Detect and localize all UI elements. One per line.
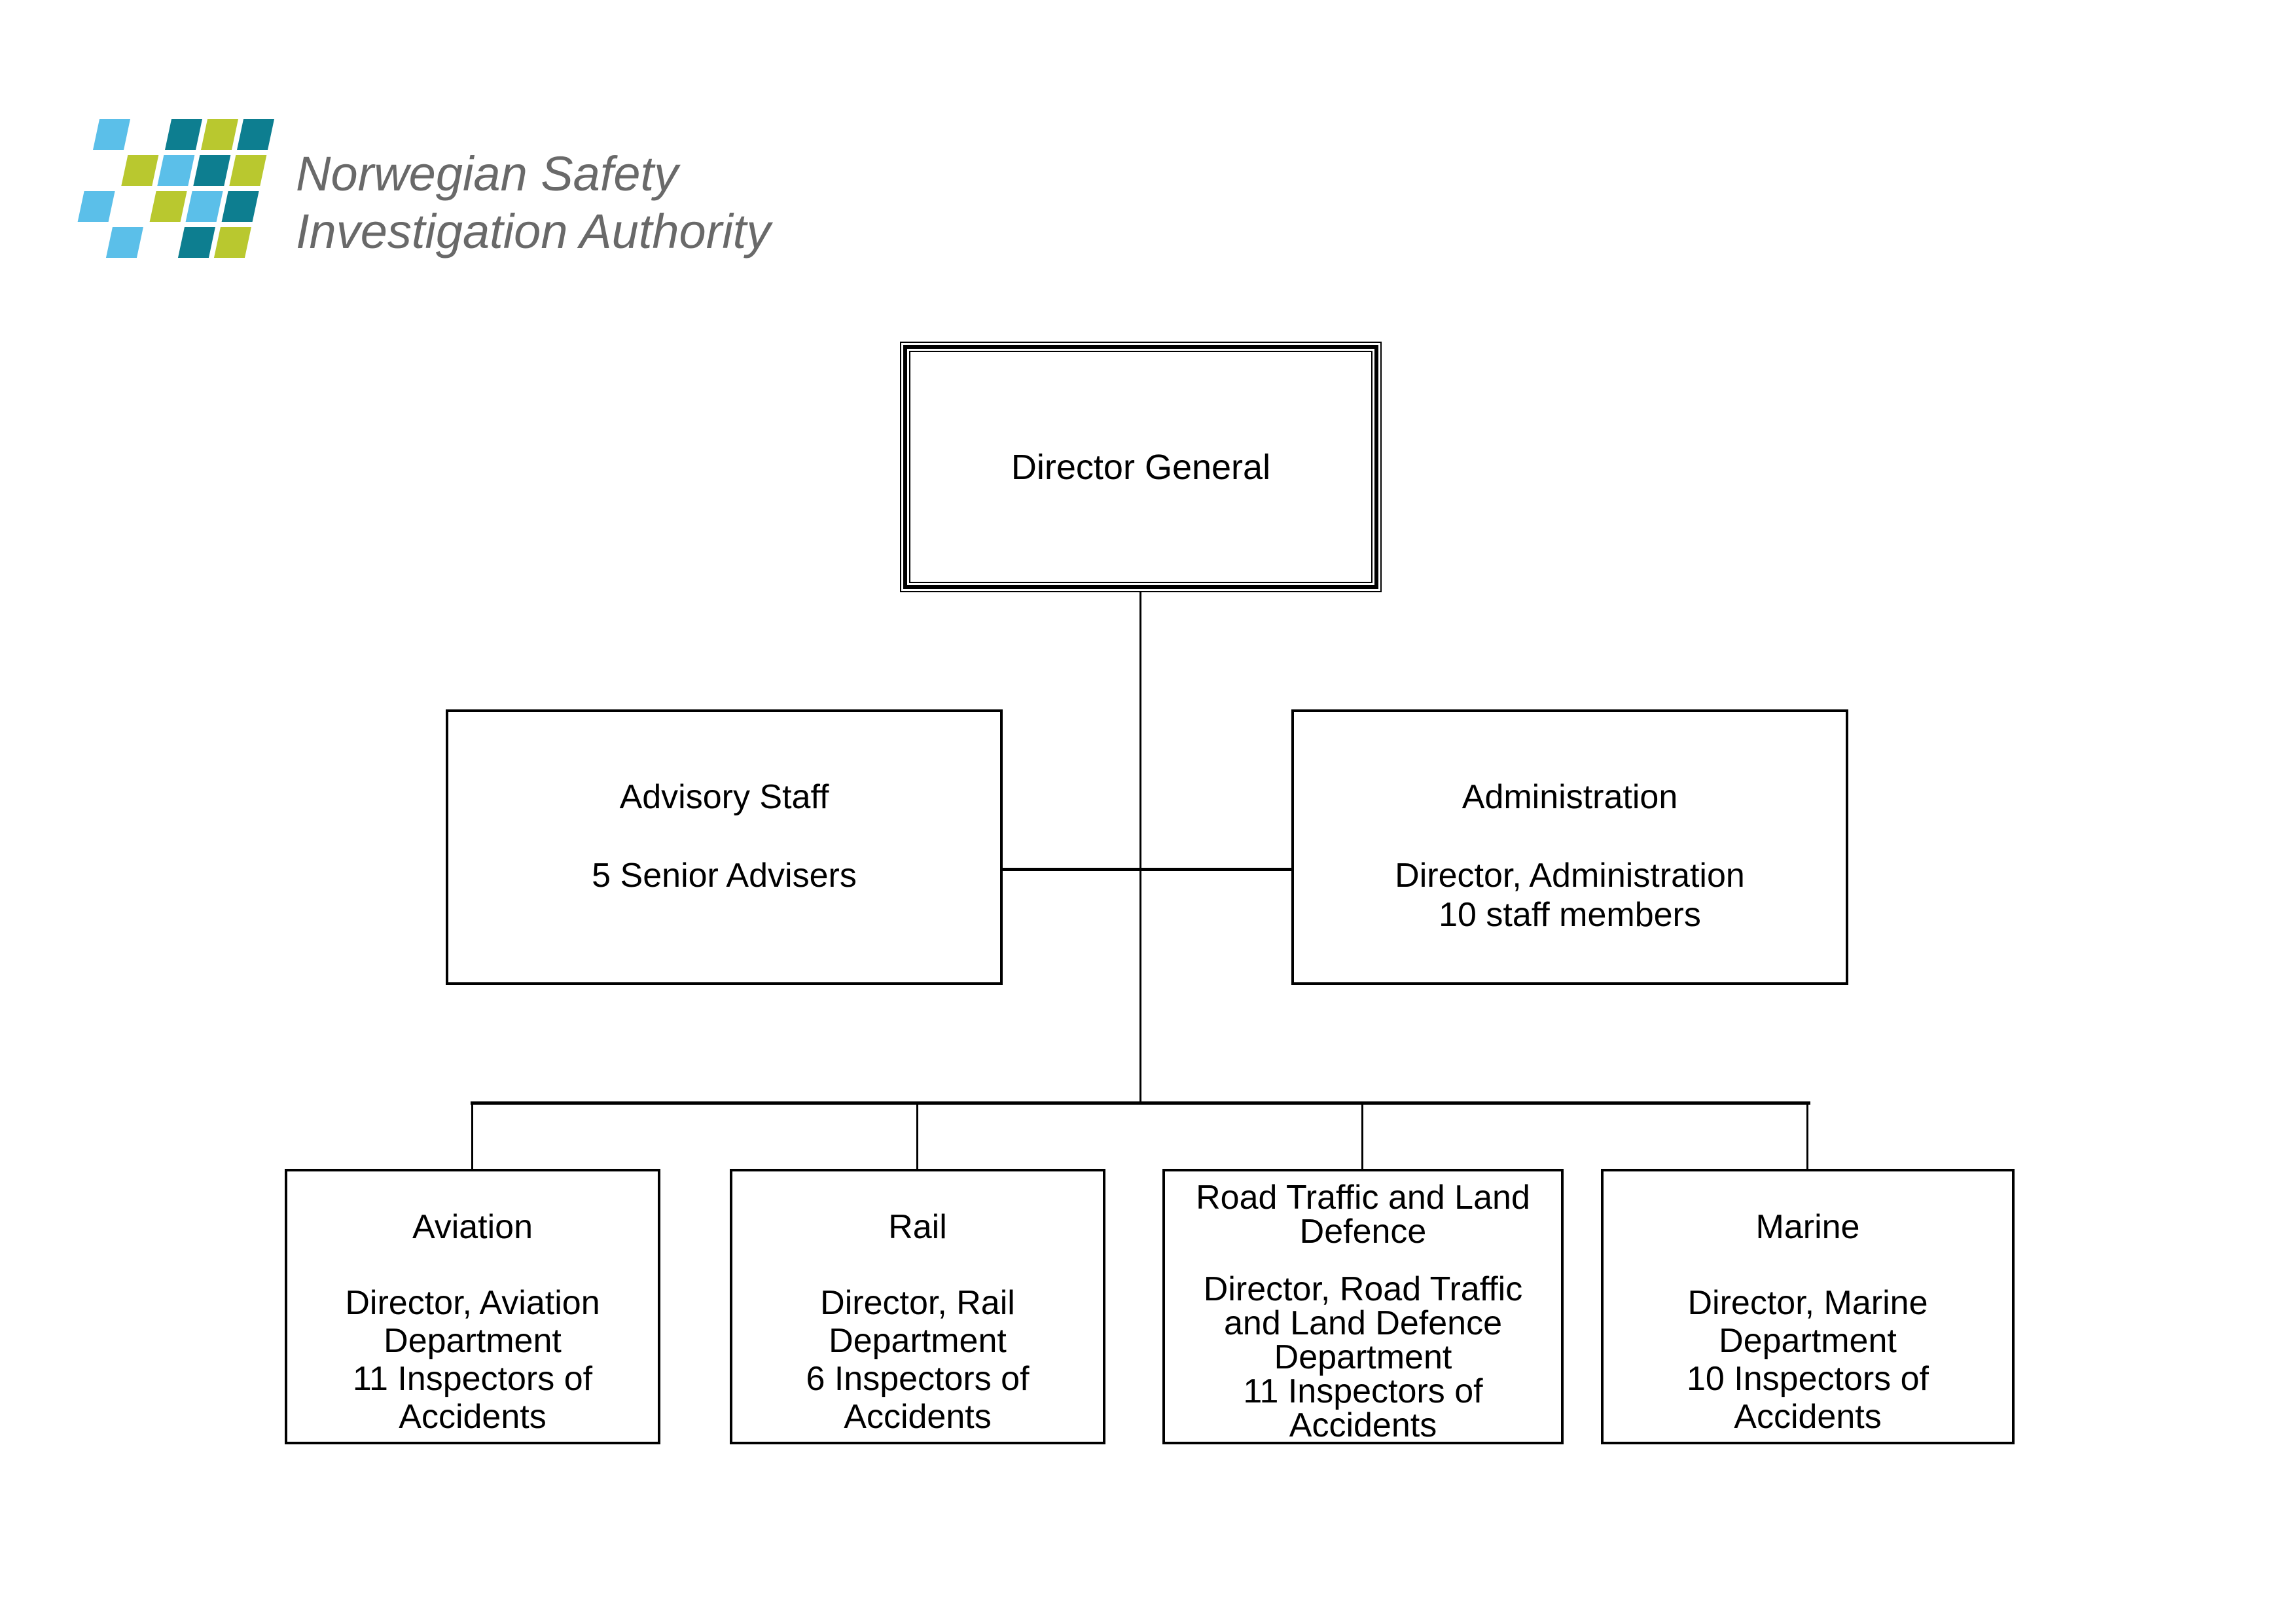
box-body: 5 Senior Advisers bbox=[592, 857, 857, 895]
box-title: Advisory Staff bbox=[619, 778, 829, 816]
logo-tile bbox=[165, 119, 202, 150]
org-box-rail: Rail Director, Rail Department 6 Inspect… bbox=[730, 1169, 1105, 1444]
logo-wordmark: Norwegian Safety Investigation Authority bbox=[296, 145, 770, 260]
box-body: Director, Rail Department 6 Inspectors o… bbox=[806, 1284, 1030, 1436]
connector-drop-aviation bbox=[471, 1101, 473, 1169]
logo-mosaic-icon bbox=[70, 119, 274, 258]
director-general-border: Director General bbox=[903, 345, 1378, 589]
org-box-advisory-staff: Advisory Staff 5 Senior Advisers bbox=[446, 709, 1003, 985]
logo-tile bbox=[177, 227, 215, 258]
box-body: Director, Aviation Department 11 Inspect… bbox=[345, 1284, 600, 1436]
org-box-marine: Marine Director, Marine Department 10 In… bbox=[1601, 1169, 2015, 1444]
logo-tile bbox=[105, 227, 143, 258]
logo-wordmark-line1: Norwegian Safety bbox=[296, 147, 679, 201]
logo-tile bbox=[157, 155, 195, 186]
connector-drop-rail bbox=[916, 1101, 918, 1169]
logo-tile bbox=[193, 155, 231, 186]
box-title: Director General bbox=[1011, 447, 1271, 487]
logo-tile bbox=[93, 119, 130, 150]
logo-tile bbox=[185, 191, 223, 222]
box-body: Director, Road Traffic and Land Defence … bbox=[1203, 1270, 1523, 1444]
logo-tile bbox=[213, 227, 251, 258]
logo-tile bbox=[77, 191, 115, 222]
logo-tile bbox=[229, 155, 267, 186]
logo-tile bbox=[201, 119, 238, 150]
box-title: Road Traffic and Land Defence bbox=[1196, 1179, 1530, 1251]
connector-departments-rail bbox=[471, 1101, 1810, 1105]
connector-staff-horizontal bbox=[1003, 868, 1291, 871]
org-box-director-general: Director General bbox=[900, 342, 1382, 592]
logo-tile bbox=[121, 155, 159, 186]
box-title: Marine bbox=[1755, 1208, 1860, 1246]
logo-tile bbox=[149, 191, 187, 222]
org-box-administration: Administration Director, Administration … bbox=[1291, 709, 1848, 985]
box-body: Director, Administration 10 staff member… bbox=[1395, 857, 1745, 934]
box-title: Administration bbox=[1462, 778, 1678, 816]
connector-drop-marine bbox=[1806, 1101, 1808, 1169]
box-title: Aviation bbox=[412, 1208, 533, 1246]
connector-root-vertical bbox=[1139, 592, 1141, 1105]
logo-wordmark-line2: Investigation Authority bbox=[296, 204, 771, 259]
logo-tile bbox=[221, 191, 259, 222]
org-box-road-traffic-land-defence: Road Traffic and Land Defence Director, … bbox=[1162, 1169, 1564, 1444]
box-title: Rail bbox=[888, 1208, 947, 1246]
org-box-aviation: Aviation Director, Aviation Department 1… bbox=[285, 1169, 660, 1444]
connector-drop-road bbox=[1361, 1101, 1363, 1169]
box-body: Director, Marine Department 10 Inspector… bbox=[1687, 1284, 1929, 1436]
logo-tile bbox=[237, 119, 274, 150]
